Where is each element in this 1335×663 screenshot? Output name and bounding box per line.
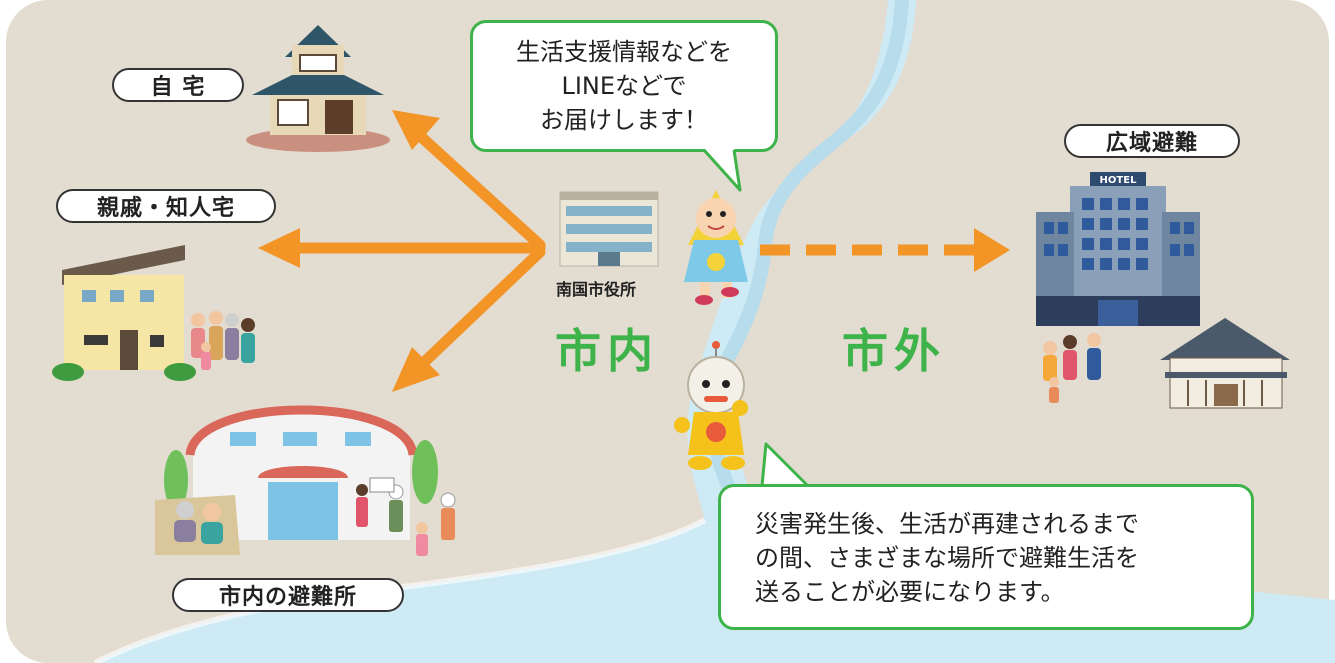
speech-bubble-top: 生活支援情報などを LINEなどで お届けします！ bbox=[470, 20, 778, 152]
bubble-bottom-line-3: 送ることが必要になります。 bbox=[755, 578, 1065, 606]
speech-bubble-bottom-tail bbox=[760, 442, 810, 488]
arrows bbox=[286, 128, 975, 374]
robot-mascot bbox=[674, 341, 748, 470]
hotel-building: HOTEL bbox=[1036, 172, 1200, 326]
inn-illustration bbox=[1160, 318, 1290, 409]
bubble-top-line-1: 生活支援情報などを bbox=[516, 38, 732, 66]
hotel-sign: HOTEL bbox=[1100, 175, 1138, 186]
label-city-shelter: 市内の避難所 bbox=[172, 578, 404, 612]
arrow-heads bbox=[258, 110, 1010, 392]
label-relatives: 親戚・知人宅 bbox=[56, 189, 276, 223]
label-wide-area: 広域避難 bbox=[1064, 124, 1240, 158]
region-outside: 市外 bbox=[842, 324, 946, 378]
bubble-bottom-line-1: 災害発生後、生活が再建されるまで bbox=[755, 510, 1139, 538]
outside-evacuees bbox=[1043, 333, 1101, 403]
speech-bubble-top-tail bbox=[702, 148, 742, 192]
river bbox=[95, 0, 1335, 663]
city-hall-label: 南国市役所 bbox=[556, 280, 637, 299]
region-inside: 市内 bbox=[555, 324, 659, 378]
label-home: 自 宅 bbox=[112, 68, 244, 102]
home-house-illustration bbox=[246, 25, 390, 152]
speech-bubble-bottom: 災害発生後、生活が再建されるまで の間、さまざまな場所で避難生活を 送ることが必… bbox=[718, 484, 1254, 630]
girl-mascot bbox=[684, 190, 748, 305]
bubble-bottom-line-2: の間、さまざまな場所で避難生活を bbox=[755, 544, 1139, 572]
city-hall-building bbox=[559, 191, 659, 267]
relatives-house-illustration bbox=[52, 245, 255, 381]
bubble-top-line-3: お届けします！ bbox=[540, 106, 708, 134]
bubble-top-line-2: LINEなどで bbox=[561, 72, 687, 100]
shelter-illustration bbox=[155, 405, 456, 556]
